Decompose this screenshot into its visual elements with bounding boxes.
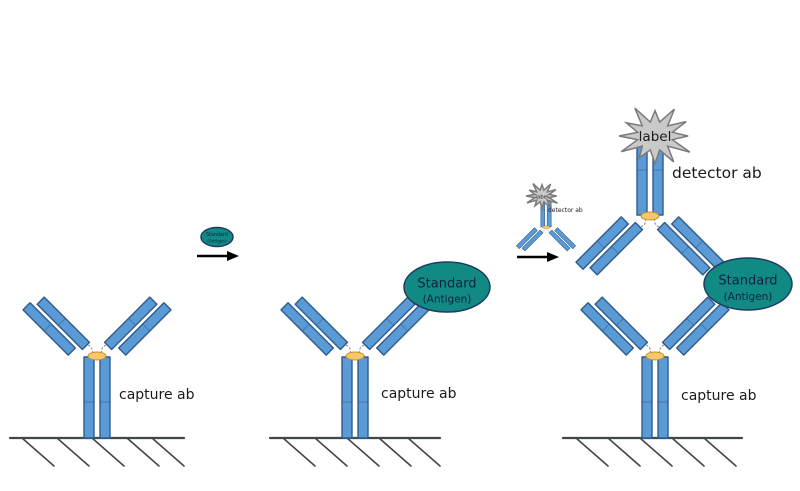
stage-2-antigen-bound: Standard (Antigen) capture ab [268,261,491,467]
capture-antibody-2 [280,292,430,439]
antigen-small-subtitle: (Antigen) [207,239,227,244]
capture-ab-label-3: capture ab [681,388,757,404]
stage-1-capture-antibody: capture ab [8,292,195,467]
antigen-ellipse-small [200,226,234,248]
label-small-text: label [535,195,549,201]
transition-add-antigen: Standard (Antigen) [197,226,239,261]
surface-hatching [21,437,185,467]
antigen-title: Standard [417,277,476,292]
surface-hatching [282,437,441,467]
antigen-subtitle: (Antigen) [423,294,472,306]
detector-antibody [575,133,725,280]
antigen-small-title: Standard [206,232,228,238]
antigen-ellipse [703,257,793,311]
capture-ab-label-1: capture ab [119,387,195,403]
label-starburst-small [525,182,558,211]
step-arrow-1-head [227,251,239,261]
capture-antibody-3 [580,292,730,439]
antigen-subtitle: (Antigen) [724,291,773,303]
surface-hatching [575,437,737,467]
step-arrow-2-head [547,252,559,262]
detector-ab-label-small: detector ab [548,207,583,214]
stage-3-sandwich-complete: Standard (Antigen) label detector ab cap… [561,107,793,467]
label-starburst [618,107,691,166]
capture-ab-label-2: capture ab [381,386,457,402]
label-text: label [639,129,672,145]
transition-add-detector: label detector ab [516,182,583,262]
antigen-ellipse [403,261,491,313]
antigen-title: Standard [718,274,777,289]
capture-antibody-1 [22,292,172,439]
detector-ab-label: detector ab [672,164,762,182]
